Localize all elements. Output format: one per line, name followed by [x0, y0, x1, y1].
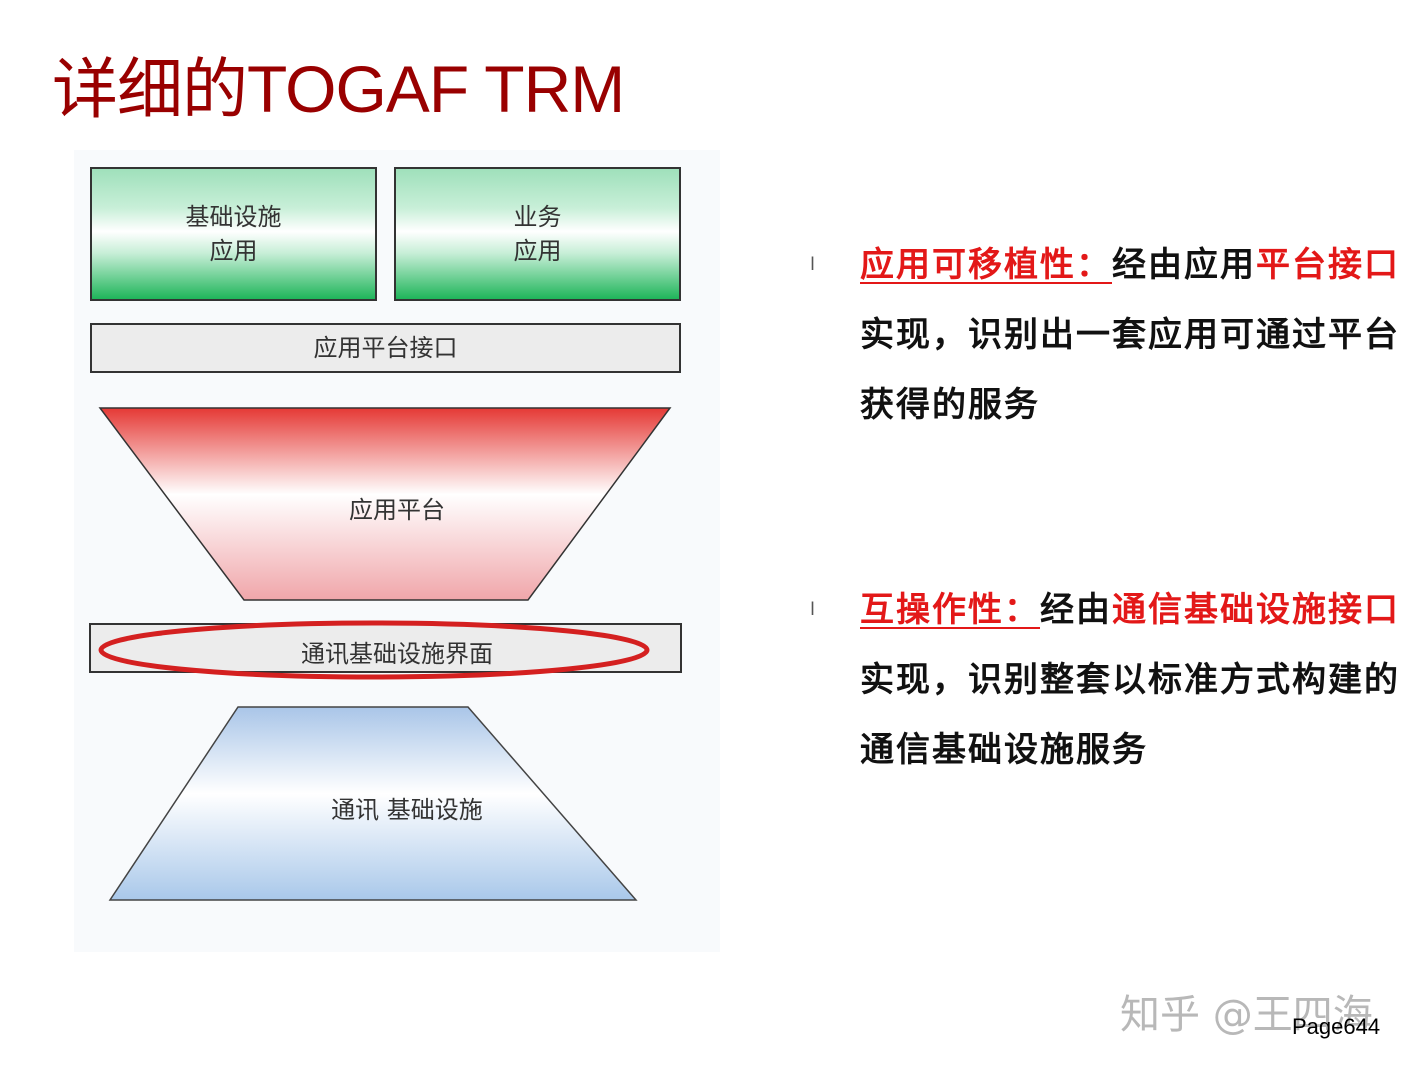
bullet-marker: l: [810, 599, 818, 620]
bullet-highlight: 平台接口: [1256, 245, 1400, 285]
bullet-text: 实现，识别出一套应用可通过平台获得的服务: [860, 315, 1400, 425]
infrastructure-applications-box: 基础设施 应用: [90, 167, 377, 301]
box-label: 基础设施: [185, 203, 282, 231]
bullet-portability: l 应用可移植性：经由应用平台接口实现，识别出一套应用可通过平台获得的服务: [810, 230, 1420, 440]
box-label: 业务: [513, 203, 562, 231]
page-number: Page644: [1292, 1014, 1381, 1039]
slide-title: 详细的TOGAF TRM: [52, 52, 625, 126]
communications-infrastructure-label: 通讯 基础设施: [331, 796, 483, 824]
application-platform-label: 应用平台: [349, 496, 445, 524]
box-label: 应用: [209, 237, 258, 265]
trm-diagram: 基础设施 应用 业务 应用 应用平台接口 应用平台 通讯基础设施界面: [74, 150, 720, 952]
bullet-highlight: 通信基础设施接口: [1112, 590, 1400, 630]
bullet-list: l 应用可移植性：经由应用平台接口实现，识别出一套应用可通过平台获得的服务 l …: [810, 230, 1410, 785]
bullet-term: 互操作性：: [860, 590, 1040, 630]
box-label: 应用平台接口: [313, 334, 458, 362]
communications-infrastructure-interface-label: 通讯基础设施界面: [301, 640, 493, 668]
highlight-ellipse: [98, 620, 650, 680]
application-platform-interface-box: 应用平台接口: [90, 323, 681, 373]
bullet-term: 应用可移植性：: [860, 245, 1112, 285]
bullet-marker: l: [810, 254, 818, 275]
bullet-text: 实现，识别整套以标准方式构建的通信基础设施服务: [860, 660, 1400, 770]
bullet-text: 经由: [1040, 590, 1112, 630]
bullet-text: 经由应用: [1112, 245, 1256, 285]
box-label: 应用: [513, 237, 562, 265]
application-platform-trapezoid: [89, 407, 682, 901]
bullet-interoperability: l 互操作性：经由通信基础设施接口实现，识别整套以标准方式构建的通信基础设施服务: [810, 575, 1420, 785]
watermark: 知乎 @王四海: [1120, 992, 1373, 1038]
business-applications-box: 业务 应用: [394, 167, 681, 301]
